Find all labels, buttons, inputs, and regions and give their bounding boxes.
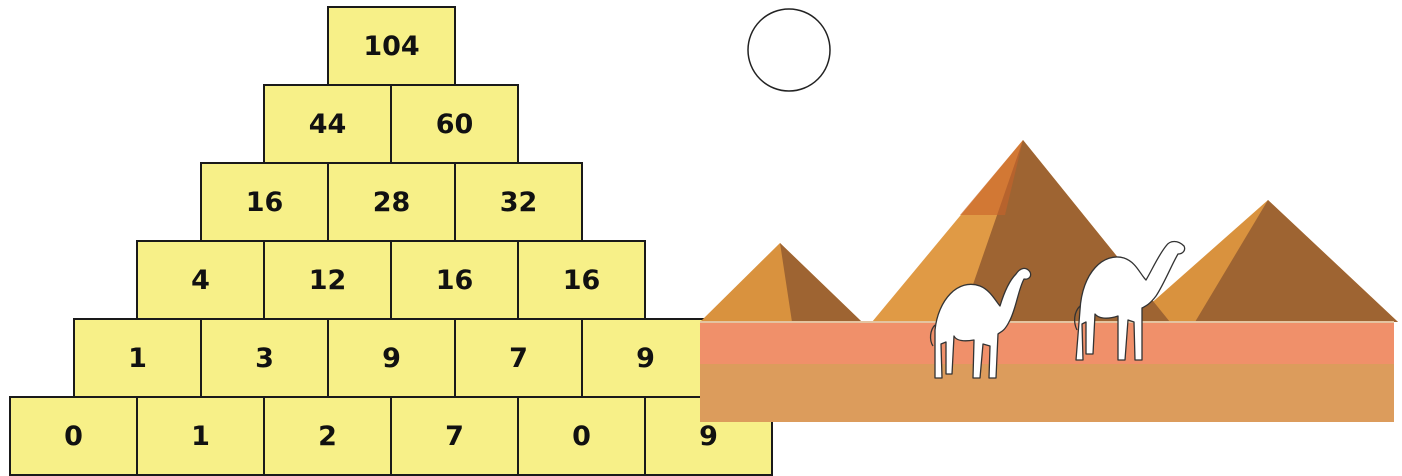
- pyramid-cell-r2-c0[interactable]: 16: [200, 162, 329, 242]
- pyramid-cell-r5-c4[interactable]: 0: [517, 396, 646, 476]
- pyramid-cell-r5-c3[interactable]: 7: [390, 396, 519, 476]
- pyramid-cell-r0-c0[interactable]: 104: [327, 6, 456, 86]
- sun-icon: [748, 9, 830, 91]
- pyramid-cell-r1-c0[interactable]: 44: [263, 84, 392, 164]
- pyramid-cell-r4-c0[interactable]: 1: [73, 318, 202, 398]
- pyramid-cell-r2-c1[interactable]: 28: [327, 162, 456, 242]
- pyramid-cell-r1-c1[interactable]: 60: [390, 84, 519, 164]
- pyramid-left: [700, 243, 862, 322]
- sand-bottom-band: [700, 364, 1394, 422]
- pyramid-cell-r5-c1[interactable]: 1: [136, 396, 265, 476]
- pyramid-cell-r3-c0[interactable]: 4: [136, 240, 265, 320]
- pyramid-cell-r5-c0[interactable]: 0: [9, 396, 138, 476]
- pyramid-cell-r3-c3[interactable]: 16: [517, 240, 646, 320]
- pyramid-cell-r4-c1[interactable]: 3: [200, 318, 329, 398]
- pyramid-cell-r4-c2[interactable]: 9: [327, 318, 456, 398]
- pyramid-cell-r3-c1[interactable]: 12: [263, 240, 392, 320]
- pyramid-cell-r5-c2[interactable]: 2: [263, 396, 392, 476]
- sand-top-band: [700, 322, 1394, 364]
- desert-scene: [690, 0, 1402, 474]
- pyramid-cell-r3-c2[interactable]: 16: [390, 240, 519, 320]
- pyramid-cell-r4-c3[interactable]: 7: [454, 318, 583, 398]
- pyramid-cell-r2-c2[interactable]: 32: [454, 162, 583, 242]
